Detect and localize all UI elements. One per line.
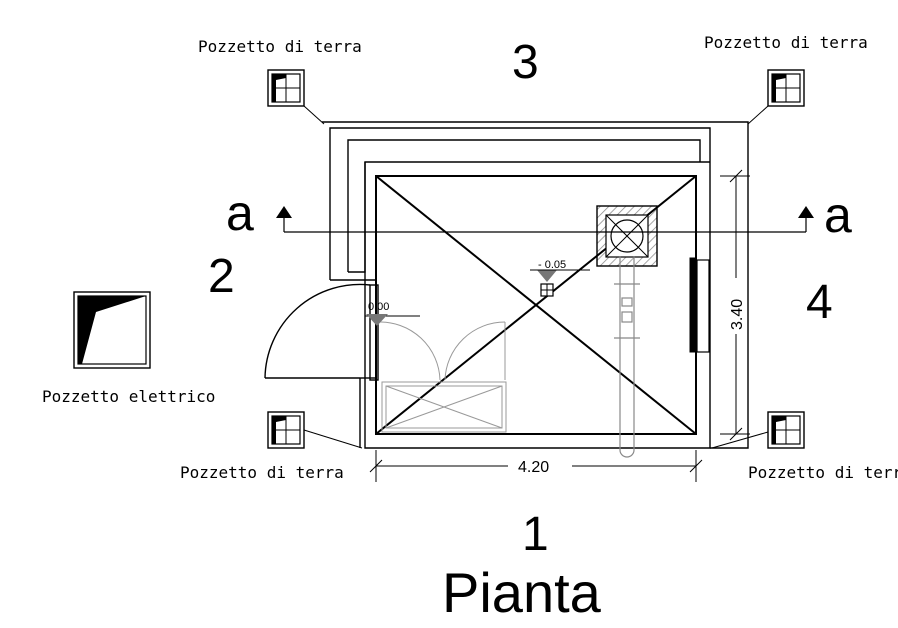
ground-pit-leader-br [711,431,769,449]
ground-pit-label-bottom-left: Pozzetto di terra [180,463,344,482]
ground-pit-leader-bl [303,429,363,449]
electrical-pit-icon [73,291,151,369]
internal-gate [377,321,507,433]
side-label-left: 2 [208,250,235,303]
ground-pit-leader-tl [303,105,325,125]
dimension-width [369,450,703,482]
section-line [283,218,807,233]
window [689,257,710,353]
section-label-left: a [226,185,254,241]
dimension-width-label: 4.20 [518,459,549,476]
ground-pit-label-top-right: Pozzetto di terra [704,33,868,52]
ground-pit-leader-tr [747,105,769,125]
dimension-height [720,169,750,441]
level-door-label: 0.00 [368,301,389,313]
ground-pit-bottom-left-icon [267,411,305,449]
dimension-height-label: 3.40 [729,299,746,330]
section-arrow-left-icon [276,206,292,218]
manhole [596,205,658,267]
side-label-top: 3 [512,36,539,89]
side-label-bottom: 1 [522,508,549,561]
ground-pit-bottom-right-icon [767,411,805,449]
drain-pipe [614,256,640,458]
ground-pit-label-bottom-right: Pozzetto di terra [748,463,898,482]
ground-pit-label-top-left: Pozzetto di terra [198,37,362,56]
ground-pit-top-right-icon [767,69,805,107]
level-center-label: - 0.05 [538,259,566,271]
section-label-right: a [824,187,852,243]
section-arrow-right-icon [798,206,814,218]
ground-pit-top-left-icon [267,69,305,107]
door [264,283,420,381]
outer-wall [322,121,749,449]
level-marker-center: - 0.05 [530,259,590,297]
drawing-title: Pianta [442,561,602,624]
electrical-pit-label: Pozzetto elettrico [42,387,215,406]
level-marker-door: 0.00 [366,301,389,326]
side-label-right: 4 [806,276,833,329]
